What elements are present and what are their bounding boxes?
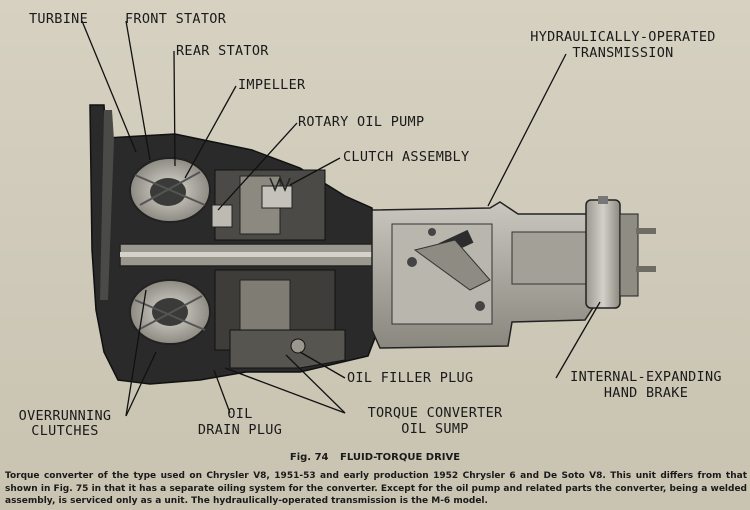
lower-torus <box>129 279 211 345</box>
transmission-cutaway-diagram <box>81 20 656 417</box>
hand-brake-drum <box>585 196 656 309</box>
leader-lines <box>81 20 601 417</box>
clutch-section <box>211 169 336 351</box>
label-hand-brake-line1: INTERNAL-EXPANDING <box>570 369 722 385</box>
label-oil-drain-plug-line1: OIL <box>227 406 253 422</box>
label-torque-converter-oil-sump-line1: TORQUE CONVERTER <box>367 405 503 421</box>
label-turbine: TURBINE <box>29 11 88 27</box>
label-oil-drain-plug-line2: DRAIN PLUG <box>197 422 283 438</box>
label-overrunning-clutches-line1: OVERRUNNING <box>18 408 112 424</box>
label-hydraulic-transmission-line1: HYDRAULICALLY-OPERATED <box>530 29 716 45</box>
label-torque-converter-oil-sump-line2: OIL SUMP <box>401 421 469 437</box>
transmission-case <box>371 201 599 349</box>
label-rotary-oil-pump: ROTARY OIL PUMP <box>298 114 425 130</box>
figure-title: FLUID-TORQUE DRIVE <box>340 452 461 463</box>
label-oil-filler-plug: OIL FILLER PLUG <box>347 370 474 386</box>
label-clutch-assembly: CLUTCH ASSEMBLY <box>343 149 470 165</box>
label-front-stator: FRONT STATOR <box>125 11 227 27</box>
oil-sump <box>229 329 346 369</box>
main-shaft <box>119 243 411 267</box>
label-rear-stator: REAR STATOR <box>176 43 269 59</box>
label-overrunning-clutches-line2: CLUTCHES <box>31 423 99 439</box>
label-hand-brake-line2: HAND BRAKE <box>603 385 689 401</box>
label-hydraulic-transmission-line2: TRANSMISSION <box>572 45 674 61</box>
figure-number: Fig. 74 <box>289 452 329 463</box>
label-impeller: IMPELLER <box>238 77 306 93</box>
figure-caption: Fig. 74 FLUID-TORQUE DRIVE <box>0 452 750 463</box>
upper-torus <box>129 157 211 223</box>
figure-description: Torque converter of the type used on Chr… <box>5 471 747 506</box>
